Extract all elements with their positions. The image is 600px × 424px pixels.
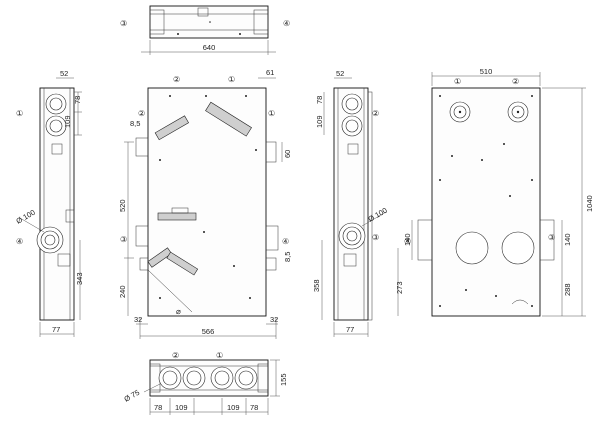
dim-left-52: 52 [60, 69, 68, 78]
dim-back-140-left: 140 [403, 233, 412, 246]
dim-left-343: 343 [75, 272, 84, 285]
dim-bottom-78b: 78 [250, 403, 258, 412]
marker-front-2-left: ② [138, 109, 145, 118]
marker-top-4: ④ [283, 19, 290, 28]
dim-bottom-155: 155 [279, 373, 288, 386]
right-side-view: 52 78 109 Ø 100 358 77 ② ③ [312, 69, 389, 337]
marker-front-3: ③ [120, 235, 127, 244]
marker-front-1-top: ① [228, 75, 235, 84]
dim-left-109: 109 [63, 115, 72, 128]
dim-right-diameter: Ø 100 [367, 206, 389, 224]
marker-back-4: ④ [404, 237, 411, 246]
front-filter-3 [157, 212, 197, 221]
marker-back-3: ③ [548, 233, 555, 242]
dim-front-520: 520 [118, 199, 127, 212]
front-left-port-top [135, 137, 149, 157]
marker-back-2: ② [512, 77, 519, 86]
dim-right-78: 78 [315, 96, 324, 104]
marker-back-1: ① [454, 77, 461, 86]
left-side-view: 52 78 109 Ø 100 343 77 ① ④ [15, 69, 84, 337]
bottom-view: 155 Ø 75 78 109 109 78 ② ① [123, 351, 288, 415]
top-view-body [149, 5, 269, 39]
dim-front-566: 566 [202, 327, 215, 336]
dim-left-diameter: Ø 100 [15, 208, 37, 226]
marker-bottom-2: ② [172, 351, 179, 360]
front-left-port-mid [135, 225, 149, 247]
front-right-port-top [265, 141, 277, 163]
marker-right-3: ③ [372, 233, 379, 242]
marker-left-4: ④ [16, 237, 23, 246]
dim-front-60: 60 [283, 150, 292, 158]
dim-bottom-109a: 109 [175, 403, 188, 412]
front-body [147, 87, 267, 317]
dim-front-32-left: 32 [134, 315, 142, 324]
dim-front-85-right: 8,5 [283, 252, 292, 262]
dim-left-77: 77 [52, 325, 60, 334]
dim-right-77: 77 [346, 325, 354, 334]
back-knockout-left [455, 231, 489, 265]
dim-front-85-left: 8,5 [130, 119, 140, 128]
dim-left-78: 78 [73, 96, 82, 104]
dim-bottom-78a: 78 [154, 403, 162, 412]
marker-bottom-1: ① [216, 351, 223, 360]
svg-text:⌀: ⌀ [176, 307, 181, 316]
front-filter-1 [154, 115, 189, 141]
marker-left-1: ① [16, 109, 23, 118]
back-body [431, 87, 541, 317]
dim-right-358: 358 [312, 279, 321, 292]
dim-right-109: 109 [315, 115, 324, 128]
top-view: 640 ③ ④ [120, 5, 290, 55]
dim-back-273: 273 [395, 281, 404, 294]
dim-back-1040: 1040 [585, 195, 594, 212]
dim-bottom-109b: 109 [227, 403, 240, 412]
marker-top-3: ③ [120, 19, 127, 28]
back-left-flange [417, 219, 433, 261]
dim-bottom-diameter: Ø 75 [123, 388, 142, 404]
dim-front-61: 61 [266, 68, 274, 77]
marker-right-2: ② [372, 109, 379, 118]
dim-back-140-right: 140 [563, 233, 572, 246]
dim-front-32-right: 32 [270, 315, 278, 324]
marker-front-2-top: ② [173, 75, 180, 84]
front-right-port-mid [265, 225, 279, 251]
dim-back-288: 288 [563, 283, 572, 296]
back-view: 510 1040 140 140 273 288 ① ② ④ ③ [395, 67, 594, 317]
dim-front-240: 240 [118, 285, 127, 298]
back-right-flange [539, 219, 555, 261]
marker-front-1-right: ① [268, 109, 275, 118]
dim-right-52: 52 [336, 69, 344, 78]
back-knockout-right [501, 231, 535, 265]
dim-top-640: 640 [203, 43, 216, 52]
marker-front-4: ④ [282, 237, 289, 246]
front-filter-2 [205, 101, 252, 137]
dim-back-510: 510 [480, 67, 493, 76]
front-view: ⌀ 61 8,5 520 240 60 8,5 32 32 566 ② ① ② … [118, 68, 292, 339]
